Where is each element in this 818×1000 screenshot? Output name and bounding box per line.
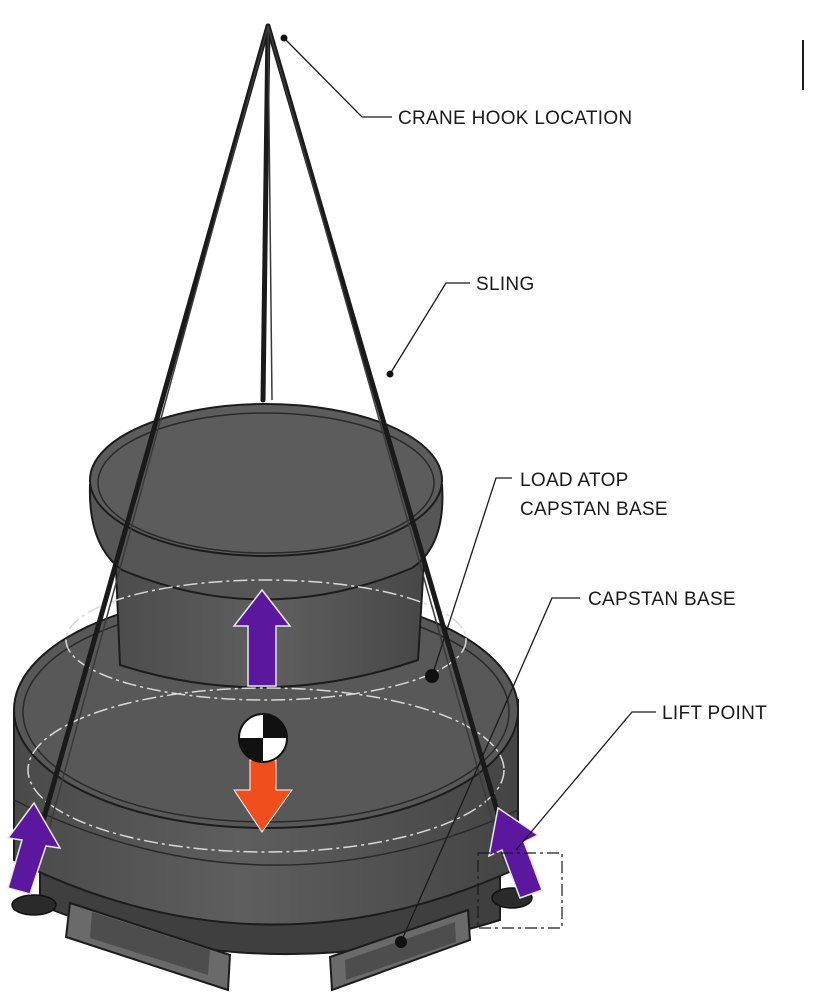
label-crane-hook: CRANE HOOK LOCATION [398, 108, 632, 129]
lift-arrow-center [232, 588, 292, 687]
label-load-line1: LOAD ATOP [520, 470, 629, 491]
up-arrow-icon [232, 588, 292, 687]
center-of-gravity-icon [238, 713, 288, 763]
label-load-line2: CAPSTAN BASE [520, 499, 668, 520]
skirt-windows [64, 901, 472, 992]
label-sling: SLING [476, 274, 535, 295]
lift-arrow-right [487, 806, 543, 899]
lift-arrow-left [6, 801, 62, 895]
sling-left [29, 23, 271, 863]
up-arrow-icon [6, 801, 62, 895]
label-lift-point: LIFT POINT [662, 703, 767, 724]
down-arrow-icon [233, 759, 293, 833]
leader-lines [281, 35, 656, 943]
lift-point-box [477, 852, 563, 929]
leader-dots [280, 34, 439, 948]
gravity-arrow [233, 759, 293, 833]
reference-lines [27, 579, 505, 853]
sling-vertical [260, 23, 271, 403]
sling-right [265, 23, 515, 865]
up-arrow-icon [487, 806, 543, 899]
label-capstan-base: CAPSTAN BASE [588, 589, 736, 610]
top-cap-top [89, 403, 443, 557]
sling-lines [29, 23, 515, 865]
top-cap-rim [97, 412, 435, 554]
